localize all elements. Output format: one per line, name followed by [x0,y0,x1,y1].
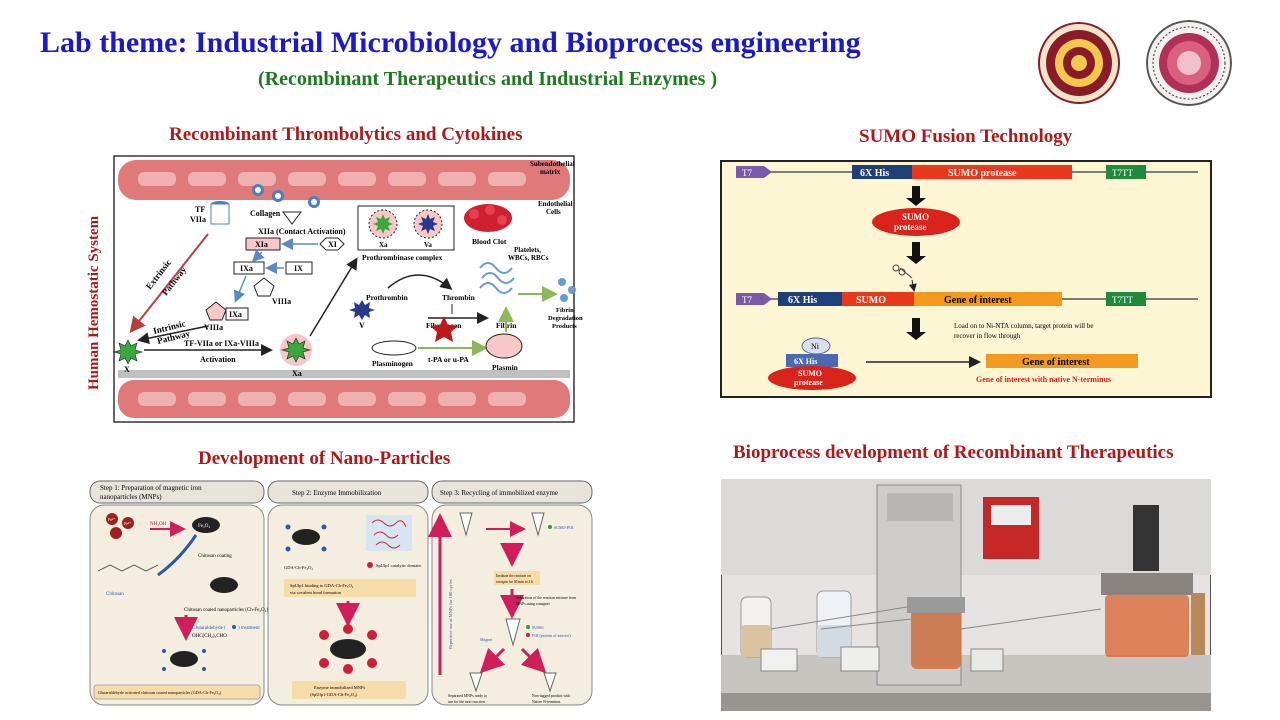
svg-text:Chitosan coated nanoparticles: Chitosan coated nanoparticles (Ch-Fe₃O₄) [184,608,268,613]
svg-text:Chitosan coating: Chitosan coating [198,554,232,559]
svg-text:Blood Clot: Blood Clot [472,237,507,246]
svg-text:T7: T7 [742,168,752,178]
svg-text:Separated MNPs ready to: Separated MNPs ready to [448,694,487,698]
svg-text:6X His: 6X His [860,168,889,179]
bioreactor-photo [721,479,1211,711]
svg-text:Products: Products [552,323,577,330]
svg-text:Prothrombin: Prothrombin [366,293,409,302]
section-title-sumo: SUMO Fusion Technology [859,126,1073,147]
svg-text:SUMO: SUMO [532,625,544,630]
svg-text:XIa: XIa [255,240,268,249]
page-subtitle: (Recombinant Therapeutics and Industrial… [258,68,718,90]
svg-text:SUMO protease: SUMO protease [948,168,1017,179]
svg-text:MNPs using a magnet: MNPs using a magnet [516,602,551,606]
svg-text:Va: Va [424,241,432,249]
svg-text:SpUlp1 binding to GDA-Ch-Fe₃O₄: SpUlp1 binding to GDA-Ch-Fe₃O₄ [290,583,354,588]
svg-text:TF: TF [195,205,205,214]
svg-text:Load on to Ni-NTA column, targ: Load on to Ni-NTA column, target protein… [954,322,1093,330]
svg-text:Step 3: Recycling of immobiliz: Step 3: Recycling of immobilized enzyme [440,489,558,497]
svg-text:Step 2: Enzyme Immobilization: Step 2: Enzyme Immobilization [292,489,382,497]
svg-text:OHC(CH₂)₃CHO: OHC(CH₂)₃CHO [192,634,227,639]
svg-text:GDA-Ch-Fe₃O₄: GDA-Ch-Fe₃O₄ [284,565,313,570]
svg-text:SUMO: SUMO [798,369,822,378]
svg-text:protease: protease [794,378,823,387]
section-title-thrombolytics: Recombinant Thrombolytics and Cytokines [169,124,523,145]
svg-text:Thrombin: Thrombin [442,293,476,302]
svg-text:Gene of interest with native N: Gene of interest with native N-terminus [976,375,1111,384]
svg-text:protease: protease [894,222,926,232]
svg-text:Activation: Activation [200,355,236,364]
svg-text:VIIa: VIIa [190,215,206,224]
hemostatic-system-diagram: Human Hemostatic System Subendothelial m… [86,155,583,423]
svg-text:Magnet: Magnet [480,637,493,642]
section-title-nano: Development of Nano-Particles [198,448,451,469]
svg-text:nanoparticles (MNPs): nanoparticles (MNPs) [100,493,162,501]
svg-text:Degradation: Degradation [548,315,583,322]
svg-text:SUMO: SUMO [856,295,886,306]
svg-text:) treatment: ) treatment [238,626,260,631]
svg-text:V: V [359,321,365,330]
svg-text:Separation of the reaction mix: Separation of the reaction mixture from [516,596,576,600]
svg-text:6X His: 6X His [788,295,817,306]
svg-text:Fe₃O₄: Fe₃O₄ [198,524,210,529]
svg-text:Incubate the reaction on: Incubate the reaction on [496,574,531,578]
svg-text:IXa: IXa [229,310,242,319]
svg-text:Step 1: Preparation of magneti: Step 1: Preparation of magnetic iron [100,484,202,492]
side-label-hemostatic: Human Hemostatic System [86,215,102,390]
svg-text:T7TT: T7TT [1112,295,1133,305]
section-title-bioprocess: Bioprocess development of Recombinant Th… [733,442,1174,463]
svg-text:Native N-terminus: Native N-terminus [532,700,561,704]
svg-text:Fibrin: Fibrin [556,307,574,314]
svg-text:SUMO: SUMO [902,212,929,222]
svg-text:Gene of interest: Gene of interest [944,295,1012,306]
svg-text:Plasminogen: Plasminogen [372,359,414,368]
svg-text:recover in flow through: recover in flow through [954,332,1021,340]
svg-text:X: X [124,365,130,374]
svg-text:Prothrombinase complex: Prothrombinase complex [362,253,443,262]
svg-text:Fe³⁺: Fe³⁺ [124,521,131,526]
svg-text:TF-VIIa or IXa-VIIIa: TF-VIIa or IXa-VIIIa [184,339,259,348]
nanoparticle-steps-diagram: Step 1: Preparation of magnetic iron nan… [89,480,593,706]
svg-text:Collagen: Collagen [250,209,281,218]
svg-text:Ni: Ni [811,342,820,351]
svg-text:6X His: 6X His [794,357,817,366]
svg-text:Subendothelial: Subendothelial [530,160,575,168]
svg-text:POI (protein of interest): POI (protein of interest) [532,633,571,638]
svg-text:T7TT: T7TT [1112,168,1133,178]
svg-text:NH₄OH: NH₄OH [150,522,167,527]
svg-text:Chitosan: Chitosan [106,592,124,597]
svg-text:IX: IX [294,264,303,273]
svg-text:matrix: matrix [540,168,561,176]
svg-text:SpUlp1 catalytic domain: SpUlp1 catalytic domain [376,563,421,568]
svg-text:Xa: Xa [292,369,302,378]
svg-text:VIIIa: VIIIa [204,323,223,332]
svg-text:Non-tagged product with: Non-tagged product with [532,694,570,698]
svg-text:Endothelial: Endothelial [538,200,573,208]
svg-text:Glutaraldehyde (: Glutaraldehyde ( [192,626,226,631]
svg-text:IXa: IXa [240,264,253,273]
svg-text:rotospin for 30 min to 2 h: rotospin for 30 min to 2 h [496,580,533,584]
svg-text:Enzyme immobilized MNPs: Enzyme immobilized MNPs [314,685,365,690]
svg-text:via covalent bond formation: via covalent bond formation [290,590,342,595]
svg-text:VIIIa: VIIIa [272,297,291,306]
svg-text:SUMO-POI: SUMO-POI [554,525,574,530]
svg-text:Cells: Cells [546,208,561,216]
svg-text:Plasmin: Plasmin [492,363,519,372]
svg-text:XIIa (Contact Activation): XIIa (Contact Activation) [258,227,346,236]
svg-text:use for the next reaction: use for the next reaction [448,700,485,704]
university-seal-logo [1038,22,1120,104]
page-title: Lab theme: Industrial Microbiology and B… [40,26,861,59]
svg-text:XI: XI [328,240,337,249]
svg-text:Repetitive use of MNPs for 100: Repetitive use of MNPs for 100 cycles [448,579,453,649]
svg-text:Gene of interest: Gene of interest [1022,357,1090,368]
svg-text:Xa: Xa [379,241,388,249]
department-seal-logo [1146,20,1232,106]
svg-text:T7: T7 [742,295,752,305]
svg-text:t-PA or u-PA: t-PA or u-PA [428,355,469,364]
svg-text:WBCs, RBCs: WBCs, RBCs [508,254,549,262]
svg-text:Fe²⁺: Fe²⁺ [108,517,115,522]
svg-text:Glutaraldehyde activated chito: Glutaraldehyde activated chitosan coated… [98,690,222,695]
svg-text:Platelets,: Platelets, [514,246,541,254]
svg-text:(SpUlp1-GDA-Ch-Fe₃O₄): (SpUlp1-GDA-Ch-Fe₃O₄) [310,692,358,697]
